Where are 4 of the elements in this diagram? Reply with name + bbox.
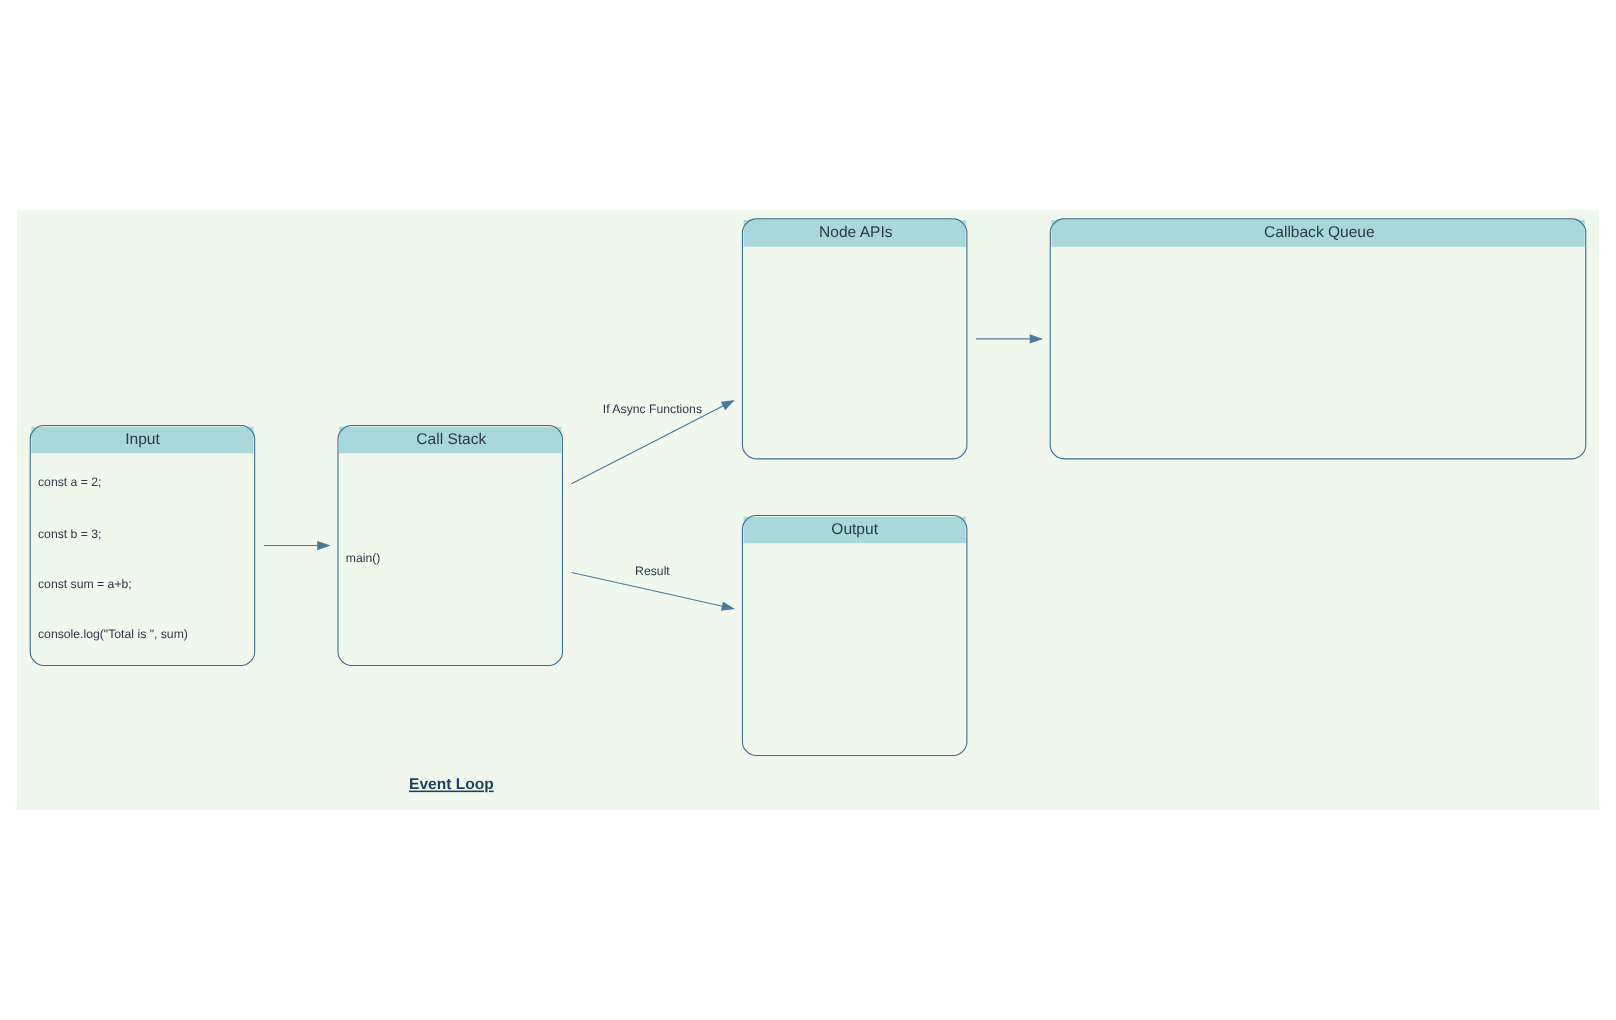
arrow — [975, 334, 1043, 344]
arrow — [570, 399, 735, 485]
arrow — [570, 571, 735, 611]
arrow — [263, 540, 331, 551]
